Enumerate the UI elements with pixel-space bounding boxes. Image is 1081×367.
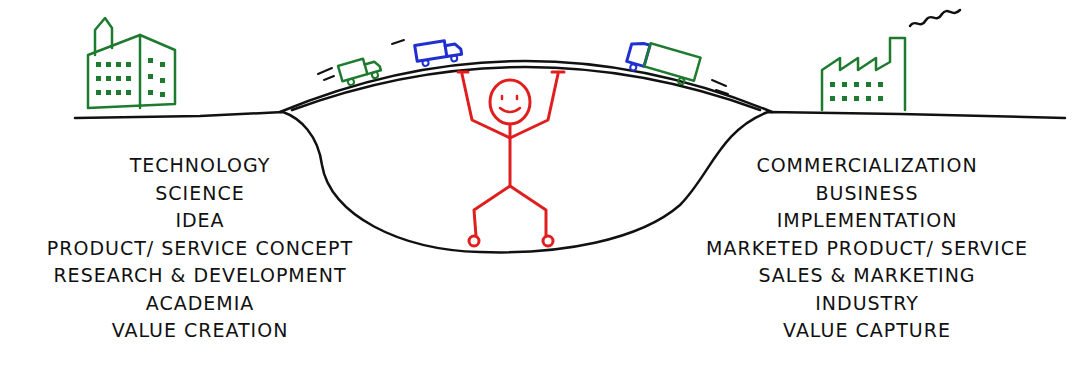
column-label: RESEARCH & DEVELOPMENT xyxy=(53,264,346,286)
column-label: IDEA xyxy=(175,209,224,231)
column-label: VALUE CREATION xyxy=(112,319,289,341)
column-label: COMMERCIALIZATION xyxy=(756,154,977,176)
column-label: TECHNOLOGY xyxy=(130,154,271,176)
column-label: SALES & MARKETING xyxy=(758,264,975,286)
industry-factory xyxy=(822,38,905,110)
column-label: MARKETED PRODUCT/ SERVICE xyxy=(706,237,1028,259)
stick-figure xyxy=(458,72,564,246)
column-label: BUSINESS xyxy=(816,182,919,204)
column-label: ACADEMIA xyxy=(146,292,255,314)
column-label: INDUSTRY xyxy=(815,292,919,314)
column-label: PRODUCT/ SERVICE CONCEPT xyxy=(47,237,353,259)
column-label: SCIENCE xyxy=(155,182,244,204)
green-truck xyxy=(338,55,383,87)
smoke xyxy=(910,10,960,26)
academia-building xyxy=(88,18,175,108)
blue-green-truck xyxy=(625,38,701,87)
motion-lines xyxy=(712,80,728,94)
motion-lines xyxy=(318,68,334,80)
blue-truck xyxy=(415,38,463,67)
ground-line xyxy=(75,112,1065,252)
motion-lines xyxy=(392,40,404,44)
column-label: VALUE CAPTURE xyxy=(783,319,951,341)
column-label: IMPLEMENTATION xyxy=(777,209,958,231)
